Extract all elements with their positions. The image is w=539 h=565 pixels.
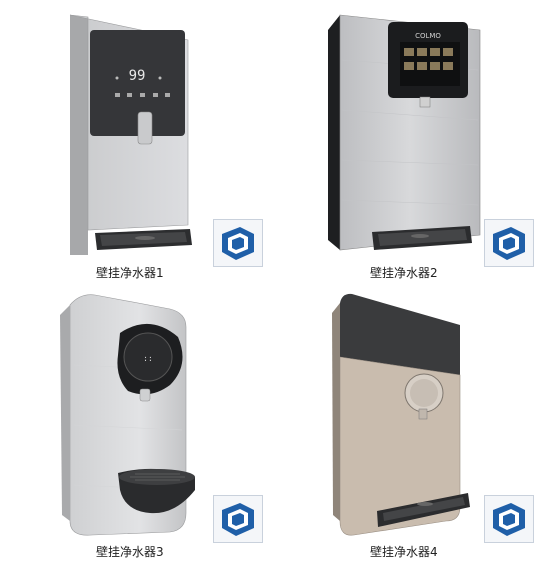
product-tile-4[interactable]: 壁挂净水器4 [270,285,539,565]
product-tile-3[interactable]: :: 壁挂净水器3 [0,285,270,565]
sketchup-icon [493,503,525,536]
sketchup-icon [222,503,254,536]
water-purifier-2-image: COLMO [328,14,481,251]
sketchup-icon [222,227,254,260]
product-caption-2: 壁挂净水器2 [370,266,438,280]
product-caption-1: 壁挂净水器1 [96,266,164,280]
product-caption-3: 壁挂净水器3 [96,545,164,559]
water-purifier-3-image: :: [60,294,195,536]
product-tile-2[interactable]: COLMO 壁挂净水器2 [270,0,539,285]
sketchup-badge-4[interactable] [484,495,534,543]
sketchup-badge-1[interactable] [213,219,263,267]
sketchup-badge-3[interactable] [213,495,263,543]
sketchup-icon [493,227,525,260]
display-readout: 99 [129,68,146,84]
svg-text:::: :: [143,354,153,363]
product-caption-4: 壁挂净水器4 [370,545,438,559]
water-purifier-1-image: 99 [69,14,192,255]
sketchup-badge-2[interactable] [484,219,534,267]
brand-label: COLMO [415,32,441,40]
water-purifier-4-image [332,293,470,536]
product-tile-1[interactable]: 99 壁挂净水器1 [0,0,270,285]
